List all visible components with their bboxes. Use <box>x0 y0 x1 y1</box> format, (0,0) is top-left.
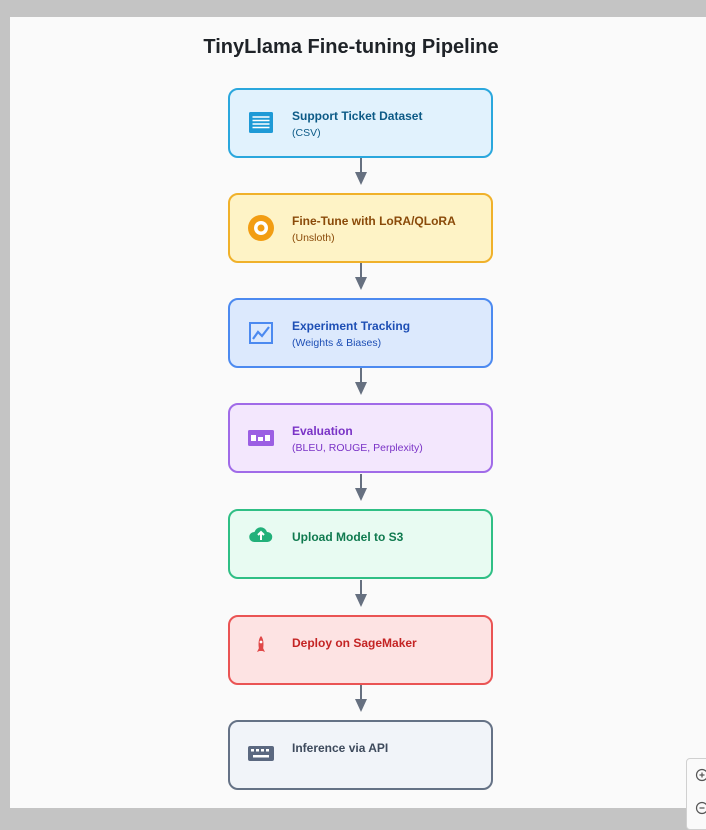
zoom-in-icon[interactable] <box>695 768 706 782</box>
node-label: Inference via API <box>292 741 388 755</box>
metrics-board-icon <box>246 423 276 453</box>
document-lines-icon <box>246 108 276 138</box>
node-dataset: Support Ticket Dataset (CSV) <box>228 88 493 158</box>
node-evaluation: Evaluation (BLEU, ROUGE, Perplexity) <box>228 403 493 473</box>
node-sublabel: (Weights & Biases) <box>292 337 381 349</box>
node-sublabel: (Unsloth) <box>292 232 335 244</box>
diagram-title: TinyLlama Fine-tuning Pipeline <box>0 36 702 59</box>
rocket-icon <box>246 630 276 660</box>
node-upload: Upload Model to S3 <box>228 509 493 579</box>
node-label: Support Ticket Dataset <box>292 109 422 123</box>
flow-arrow <box>352 474 370 502</box>
node-label: Evaluation <box>292 424 353 438</box>
node-sublabel: (CSV) <box>292 127 321 139</box>
gear-ring-icon <box>246 213 276 243</box>
keyboard-icon <box>246 738 276 768</box>
zoom-controls[interactable] <box>686 758 706 830</box>
node-finetune: Fine-Tune with LoRA/QLoRA (Unsloth) <box>228 193 493 263</box>
zoom-out-icon[interactable] <box>695 801 706 815</box>
node-inference: Inference via API <box>228 720 493 790</box>
node-sublabel: (BLEU, ROUGE, Perplexity) <box>292 442 423 454</box>
flow-arrow <box>352 368 370 396</box>
node-label: Deploy on SageMaker <box>292 636 417 650</box>
flow-arrow <box>352 685 370 713</box>
node-tracking: Experiment Tracking (Weights & Biases) <box>228 298 493 368</box>
line-chart-icon <box>246 318 276 348</box>
node-label: Upload Model to S3 <box>292 530 403 544</box>
node-label: Fine-Tune with LoRA/QLoRA <box>292 214 456 228</box>
flow-arrow <box>352 580 370 608</box>
node-deploy: Deploy on SageMaker <box>228 615 493 685</box>
flow-arrow <box>352 263 370 291</box>
cloud-upload-icon <box>246 520 276 550</box>
flow-arrow <box>352 158 370 186</box>
node-label: Experiment Tracking <box>292 319 410 333</box>
